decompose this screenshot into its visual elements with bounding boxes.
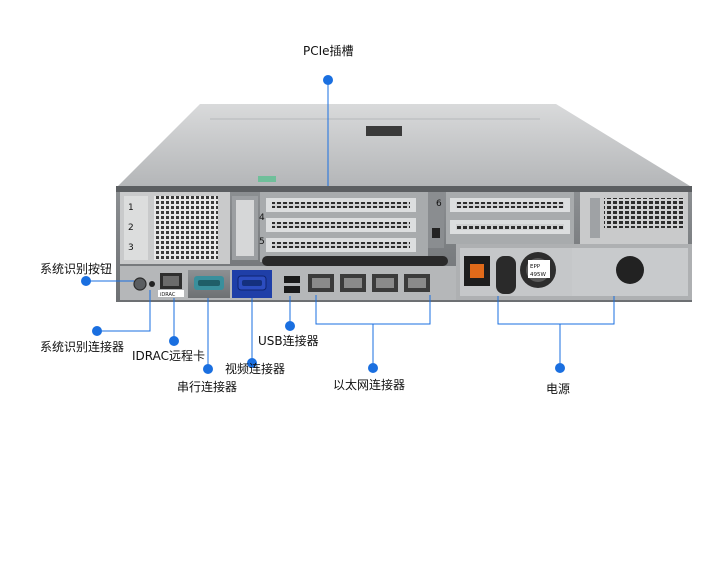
chassis-top-lid — [118, 104, 690, 186]
label-power-supply: 电源 — [546, 382, 571, 396]
system-id-button[interactable] — [133, 277, 147, 291]
riser-handle — [262, 256, 448, 266]
slot-number-5: 5 — [259, 237, 265, 247]
label-video-connector: 视频连接器 — [225, 362, 286, 376]
usb-port-top — [284, 276, 300, 283]
psu-badge-top: EPP — [530, 264, 541, 270]
label-idrac-card: IDRAC远程卡 — [132, 349, 206, 363]
callout-dots — [81, 75, 565, 374]
psu-handle — [496, 256, 516, 294]
lid-tab — [258, 176, 276, 182]
slot-number-1: 1 — [128, 203, 134, 213]
usb-port-bottom — [284, 286, 300, 293]
slot-number-4: 4 — [259, 213, 265, 223]
slot-number-3: 3 — [128, 243, 134, 253]
label-system-id-button: 系统识别按钮 — [40, 262, 113, 276]
label-ethernet-connector: 以太网连接器 — [333, 378, 406, 392]
left-mesh-grille — [154, 196, 218, 260]
idrac-port-tag: iDRAC — [160, 292, 176, 298]
lid-seam — [210, 118, 540, 120]
slot-number-6: 6 — [436, 199, 442, 209]
label-system-id-connector: 系统识别连接器 — [40, 340, 125, 354]
callout-lines — [86, 80, 615, 369]
label-serial-connector: 串行连接器 — [177, 380, 238, 394]
label-pcie-slots: PCIe插槽 — [303, 44, 354, 58]
psu-2-vent — [616, 256, 644, 284]
slot-number-2: 2 — [128, 223, 134, 233]
psu-badge-bottom: 495W — [530, 272, 546, 278]
system-id-connector — [149, 281, 155, 287]
label-usb-connector: USB连接器 — [258, 334, 319, 348]
psu-badge — [528, 260, 550, 278]
lid-latch — [366, 126, 402, 136]
